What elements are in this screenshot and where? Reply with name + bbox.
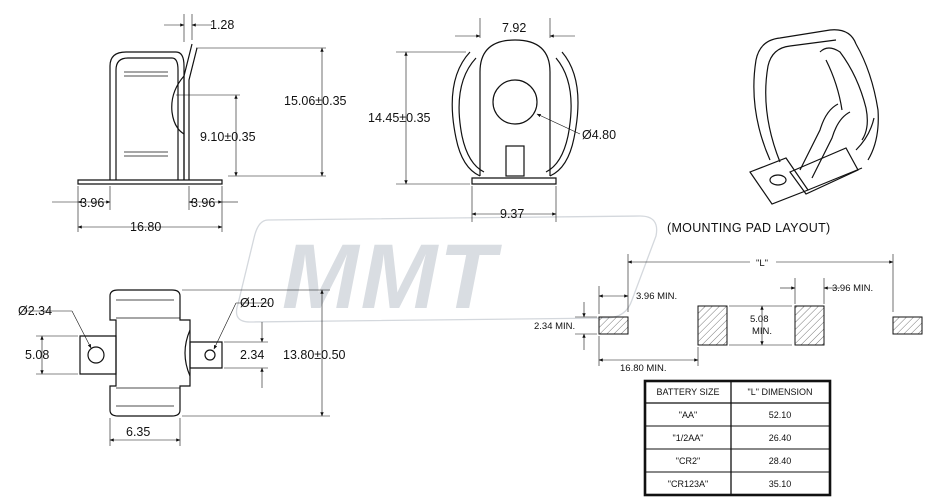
pad-3 bbox=[794, 305, 825, 346]
pad-min-right-label: 3.96 MIN. bbox=[832, 283, 873, 294]
bottom-left-hole-label: Ø2.34 bbox=[18, 304, 52, 318]
side-left-pad-label: 3.96 bbox=[80, 196, 104, 210]
side-view: 1.28 15.06±0.35 9.10±0.35 3.96 3.96 16.8… bbox=[52, 14, 347, 234]
table-row-dim: 52.10 bbox=[769, 410, 792, 420]
table-row-dim: 35.10 bbox=[769, 479, 792, 489]
end-view: 7.92 14.45±0.35 Ø4.80 9.37 bbox=[368, 18, 616, 222]
bottom-tab-height-label: 2.34 bbox=[240, 348, 264, 362]
table-row-size: "1/2AA" bbox=[673, 433, 704, 443]
isometric-view bbox=[749, 29, 879, 205]
pad-1 bbox=[598, 316, 629, 335]
bottom-width-label: 6.35 bbox=[126, 425, 150, 439]
bottom-right-hole-label: Ø1.20 bbox=[240, 296, 274, 310]
pad-center-value: 5.08 bbox=[750, 314, 769, 325]
bottom-overall-label: 13.80±0.50 bbox=[283, 348, 346, 362]
pad-span-label: 16.80 MIN. bbox=[620, 363, 666, 374]
battery-table: BATTERY SIZE "L" DIMENSION "AA" 52.10 "1… bbox=[643, 379, 832, 497]
bottom-view: Ø2.34 5.08 Ø1.20 2.34 13.80±0.50 6.35 bbox=[18, 289, 346, 446]
bottom-left-height-label: 5.08 bbox=[25, 348, 49, 362]
table-row-size: "AA" bbox=[679, 410, 697, 420]
pad-min-left-label: 3.96 MIN. bbox=[636, 291, 677, 302]
table-row-dim: 28.40 bbox=[769, 456, 792, 466]
watermark-text: MMT bbox=[282, 226, 502, 328]
mounting-pad-layout: (MOUNTING PAD LAYOUT) "L" 3.96 MIN. 3.96… bbox=[534, 221, 923, 374]
pad-center-min: MIN. bbox=[752, 326, 772, 337]
end-base-label: 9.37 bbox=[500, 207, 524, 221]
side-contact-height-label: 9.10±0.35 bbox=[200, 130, 256, 144]
pad-height-label: 2.34 MIN. bbox=[534, 321, 575, 332]
end-width-label: 7.92 bbox=[502, 21, 526, 35]
pad-l-label: "L" bbox=[756, 258, 768, 269]
table-row-dim: 26.40 bbox=[769, 433, 792, 443]
side-height-label: 15.06±0.35 bbox=[284, 94, 347, 108]
end-height-label: 14.45±0.35 bbox=[368, 111, 431, 125]
table-header-size: BATTERY SIZE bbox=[656, 387, 719, 397]
pad-4 bbox=[892, 316, 923, 335]
end-hole-label: Ø4.80 bbox=[582, 128, 616, 142]
table-row-size: "CR123A" bbox=[668, 479, 708, 489]
side-right-pad-label: 3.96 bbox=[191, 196, 215, 210]
side-gap-label: 1.28 bbox=[210, 18, 234, 32]
pad-2 bbox=[697, 305, 728, 346]
pad-layout-title: (MOUNTING PAD LAYOUT) bbox=[667, 221, 830, 235]
table-header-dim: "L" DIMENSION bbox=[748, 387, 813, 397]
watermark: MMT bbox=[235, 215, 658, 328]
table-row-size: "CR2" bbox=[676, 456, 700, 466]
side-length-label: 16.80 bbox=[130, 220, 161, 234]
